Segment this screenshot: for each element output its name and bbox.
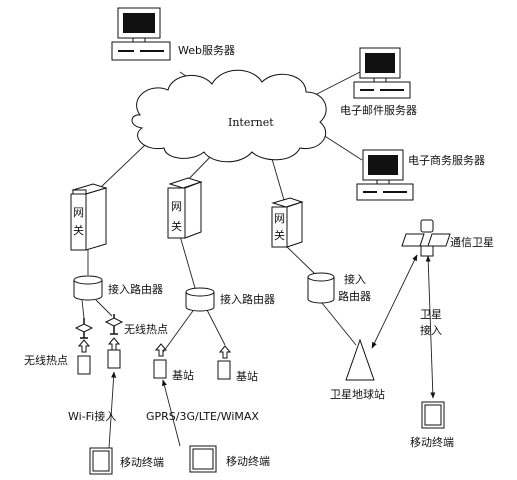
- web-server: Web服务器: [111, 7, 235, 61]
- gateway-3-char-1: 网: [274, 212, 285, 225]
- ground-station-label: 卫星地球站: [330, 387, 385, 401]
- ground-station-icon: [345, 338, 375, 381]
- device-small-icon: [153, 359, 167, 379]
- hotspot-left-label: 无线热点: [24, 353, 68, 367]
- router-3-label-line1: 接入: [344, 273, 366, 286]
- gateway-2-char-1: 网: [171, 200, 182, 213]
- edge-terminal1-wifi: [108, 371, 117, 449]
- hollow-arrow-icon: [77, 339, 91, 353]
- antenna-icon: [74, 318, 94, 339]
- edge-satellite-terminal: [425, 255, 436, 399]
- monitor-icon: [117, 7, 161, 43]
- satellite-access-label-line2: 接入: [420, 324, 442, 337]
- gateway-1-char-2: 关: [73, 223, 84, 237]
- base-station-right-label: 基站: [236, 369, 258, 383]
- router-1: 接入路由器: [73, 275, 163, 301]
- router-3: 接入 路由器: [307, 272, 371, 304]
- monitor-icon: [359, 47, 401, 83]
- edge-ground-satellite: [371, 254, 418, 349]
- cellular-access-label: GPRS/3G/LTE/WiMAX: [146, 410, 259, 423]
- internet-label: Internet: [228, 116, 274, 129]
- mobile-device-icon: [421, 401, 445, 429]
- access-point-2: 无线热点: [104, 314, 168, 369]
- device-small-icon: [217, 360, 231, 380]
- mobile-terminal-1: 移动终端: [89, 447, 164, 475]
- router-2: 接入路由器: [185, 287, 275, 312]
- monitor-icon: [362, 149, 404, 185]
- edge-email-cloud: [314, 71, 361, 96]
- ground-station: 卫星地球站: [330, 338, 385, 401]
- gateway-2: 网 关: [167, 177, 203, 239]
- terminal-right-label: 移动终端: [410, 435, 454, 449]
- edge-router2-bs1: [160, 307, 196, 356]
- satellite: 通信卫星: [401, 219, 494, 257]
- satellite-label: 通信卫星: [450, 236, 494, 249]
- hollow-arrow-icon: [218, 345, 232, 359]
- mobile-terminal-2: 移动终端: [189, 445, 270, 473]
- edge-ecommerce-cloud: [319, 132, 363, 161]
- ecommerce-server: 电子商务服务器: [356, 149, 485, 201]
- gateway-3: 网 关: [271, 197, 304, 248]
- email-server-label: 电子邮件服务器: [340, 104, 417, 117]
- server-box-icon: [353, 81, 411, 99]
- mobile-device-icon: [89, 447, 113, 475]
- web-server-label: Web服务器: [178, 44, 235, 57]
- gateway-1-char-1: 网: [73, 206, 84, 219]
- internet-cloud: Internet: [131, 69, 327, 163]
- edge-cloud-gw1: [99, 144, 146, 189]
- edge-router1-ap2: [95, 299, 113, 317]
- device-small-icon: [107, 349, 121, 369]
- edge-terminal2-cellular: [161, 379, 181, 447]
- edge-router3-ground: [321, 302, 357, 346]
- router-2-label: 接入路由器: [220, 292, 275, 306]
- terminal-left-label: 移动终端: [120, 455, 164, 469]
- terminal-middle-label: 移动终端: [226, 454, 270, 468]
- edge-gw3-router3: [284, 244, 317, 276]
- satellite-icon: [401, 219, 451, 257]
- base-station-2: 基站: [217, 345, 258, 383]
- access-point-1: 无线热点: [24, 318, 94, 375]
- hotspot-right-label: 无线热点: [124, 322, 168, 336]
- server-box-icon: [111, 41, 171, 61]
- router-1-label: 接入路由器: [108, 282, 163, 296]
- mobile-terminal-3: 移动终端: [410, 401, 454, 449]
- gateway-3-char-2: 关: [274, 228, 285, 242]
- wifi-access-label: Wi-Fi接入: [68, 410, 116, 423]
- antenna-icon: [104, 314, 124, 335]
- gateway-2-char-2: 关: [171, 219, 182, 233]
- satellite-access-label-line1: 卫星: [420, 308, 442, 321]
- mobile-device-icon: [189, 445, 217, 473]
- ecommerce-server-label: 电子商务服务器: [408, 153, 485, 167]
- device-small-icon: [77, 355, 91, 375]
- hollow-arrow-icon: [154, 343, 168, 357]
- email-server: 电子邮件服务器: [340, 47, 417, 117]
- edge-gw2-router2: [179, 235, 196, 289]
- base-station-left-label: 基站: [172, 368, 194, 382]
- router-3-label-line2: 路由器: [338, 289, 371, 303]
- base-station-1: 基站: [153, 343, 194, 382]
- edge-router1-ap1: [81, 299, 85, 319]
- server-box-icon: [356, 183, 414, 201]
- edge-router2-bs2: [205, 307, 226, 346]
- gateway-1: 网 关: [70, 183, 108, 251]
- hollow-arrow-icon: [107, 337, 121, 351]
